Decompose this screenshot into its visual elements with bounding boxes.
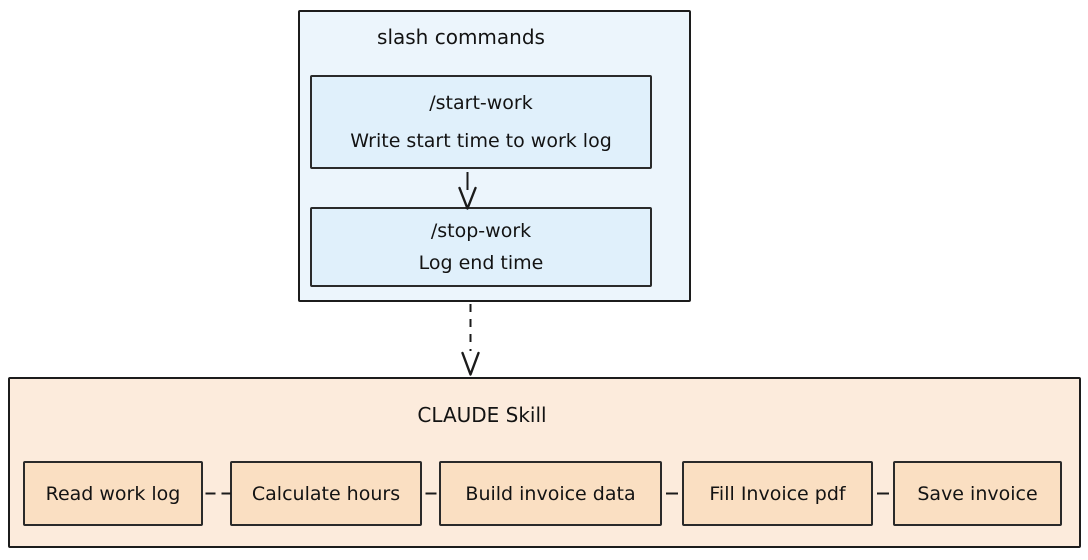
node-calculate-hours: Calculate hours	[230, 461, 422, 526]
node-build-invoice-data: Build invoice data	[439, 461, 662, 526]
claude-skill-title: CLAUDE Skill	[417, 403, 547, 427]
start-work-description: Write start time to work log	[350, 129, 612, 152]
slash-commands-title: slash commands	[377, 25, 545, 49]
node-stop-work: /stop-work Log end time	[310, 207, 652, 287]
stop-work-command: /stop-work	[430, 219, 532, 242]
slash-commands-group: slash commands /start-work Write start t…	[298, 10, 691, 302]
node-save-invoice: Save invoice	[893, 461, 1062, 526]
node-start-work: /start-work Write start time to work log	[310, 75, 652, 169]
claude-skill-group: CLAUDE Skill Read work log Calculate hou…	[8, 377, 1081, 548]
node-read-work-log: Read work log	[23, 461, 203, 526]
node-fill-invoice-pdf: Fill Invoice pdf	[682, 461, 873, 526]
arrow-commands-to-skill	[461, 304, 480, 376]
stop-work-description: Log end time	[418, 252, 544, 275]
start-work-command: /start-work	[429, 92, 533, 115]
